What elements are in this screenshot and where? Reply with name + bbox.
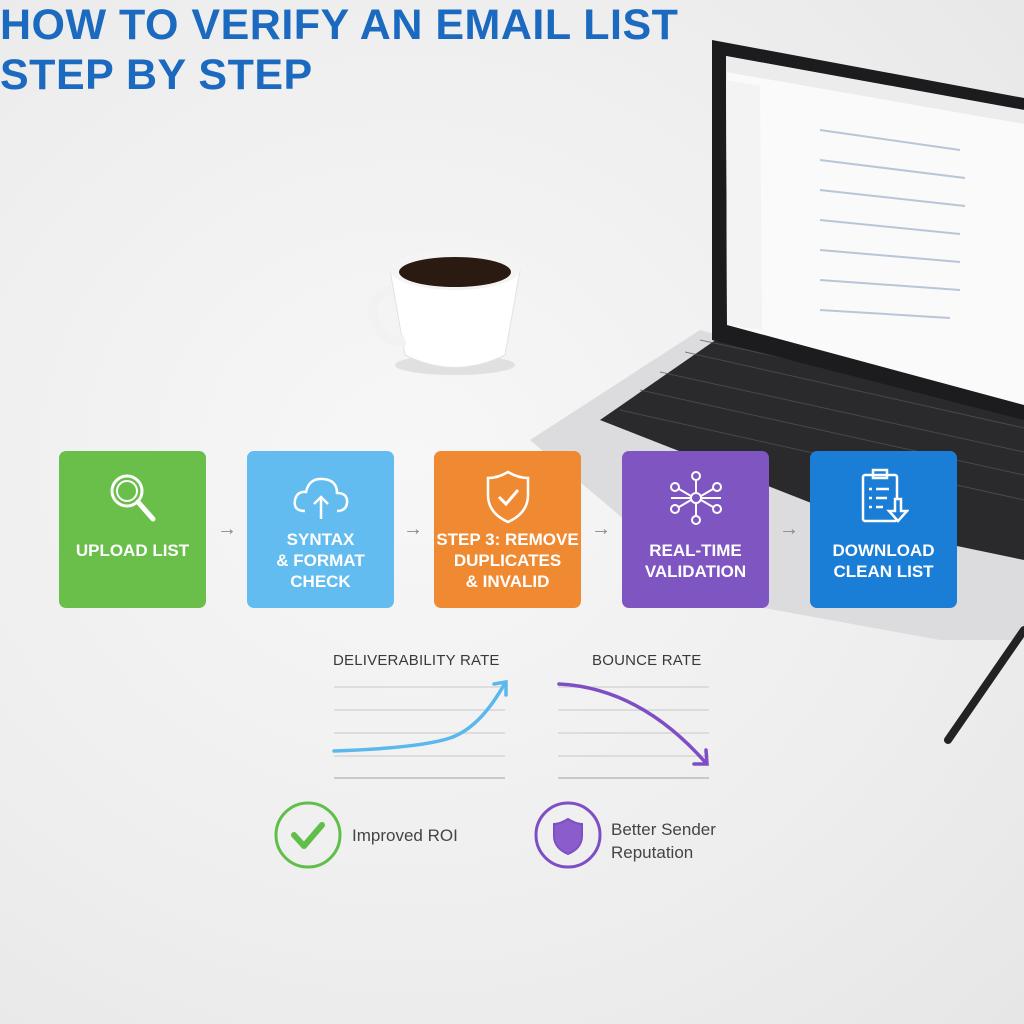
benefit-sender-reputation: Better Sender Reputation xyxy=(611,818,716,864)
network-icon xyxy=(669,471,722,525)
benefit-improved-roi: Improved ROI xyxy=(352,826,458,845)
deliverability-rate-label: DELIVERABILITY RATE xyxy=(333,652,500,669)
clipboard-download-icon xyxy=(861,468,909,523)
shield-check-icon xyxy=(486,470,529,524)
shield-circle-icon xyxy=(534,801,602,869)
bounce-gridlines xyxy=(558,686,709,779)
bounce-rate-label: BOUNCE RATE xyxy=(592,652,702,669)
page-title: HOW TO VERIFY AN EMAIL LIST STEP BY STEP xyxy=(0,0,1024,100)
benefit-line-2: Reputation xyxy=(611,843,694,862)
step-label: UPLOAD LIST xyxy=(75,541,190,560)
arrow-right-icon: → xyxy=(403,518,423,540)
deliverability-gridlines xyxy=(334,686,505,779)
bounce-trend-line xyxy=(557,682,708,765)
cloud-upload-icon xyxy=(292,477,348,519)
magnifier-icon xyxy=(110,474,155,522)
title-line-2: STEP BY STEP xyxy=(0,51,313,99)
check-circle-icon xyxy=(274,801,342,869)
deliverability-trend-line xyxy=(332,681,507,753)
arrow-right-icon: → xyxy=(779,518,799,540)
title-line-1: HOW TO VERIFY AN EMAIL LIST xyxy=(0,1,679,49)
arrow-right-icon: → xyxy=(591,518,611,540)
bounce-arrowhead xyxy=(692,748,709,766)
arrow-right-icon: → xyxy=(217,518,237,540)
benefit-line-1: Better Sender xyxy=(611,820,716,839)
deliverability-arrowhead xyxy=(492,679,508,697)
step-upload-list: UPLOAD LIST xyxy=(59,451,206,608)
